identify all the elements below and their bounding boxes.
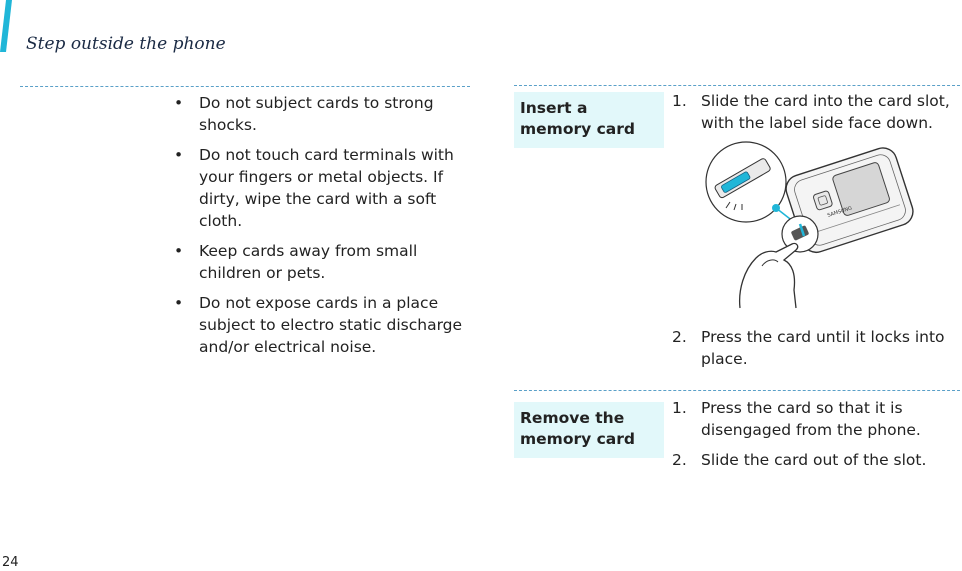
remove-steps: 1.Press the card so that it is disengage…	[672, 397, 962, 479]
list-item: •Keep cards away from small children or …	[174, 242, 418, 282]
bullet: •	[174, 294, 184, 312]
precautions-list: •Do not subject cards to strong shocks. …	[172, 92, 472, 366]
step-item: 1.Slide the card into the card slot, wit…	[672, 92, 950, 132]
page-title: Step outside the phone	[26, 34, 226, 54]
step-item: 1.Press the card so that it is disengage…	[672, 399, 921, 439]
page-number: 24	[2, 555, 19, 570]
insert-steps-continued: 2.Press the card until it locks into pla…	[672, 326, 962, 378]
list-item: •Do not expose cards in a place subject …	[174, 294, 463, 356]
bullet: •	[174, 146, 184, 164]
left-divider	[20, 86, 470, 87]
remove-section-label: Remove the memory card	[514, 402, 664, 458]
bullet: •	[174, 94, 184, 112]
header-accent-bar	[0, 0, 12, 52]
list-item: •Do not touch card terminals with your f…	[174, 146, 454, 230]
phone-memory-card-insert-illustration: SAMSUNG	[705, 141, 914, 309]
step-item: 2.Slide the card out of the slot.	[672, 451, 927, 469]
insert-steps: 1.Slide the card into the card slot, wit…	[672, 90, 962, 142]
bullet: •	[174, 242, 184, 260]
insert-divider	[514, 85, 960, 86]
remove-divider	[514, 390, 960, 391]
step-item: 2.Press the card until it locks into pla…	[672, 328, 945, 368]
list-item: •Do not subject cards to strong shocks.	[174, 94, 434, 134]
insert-section-label: Insert a memory card	[514, 92, 664, 148]
